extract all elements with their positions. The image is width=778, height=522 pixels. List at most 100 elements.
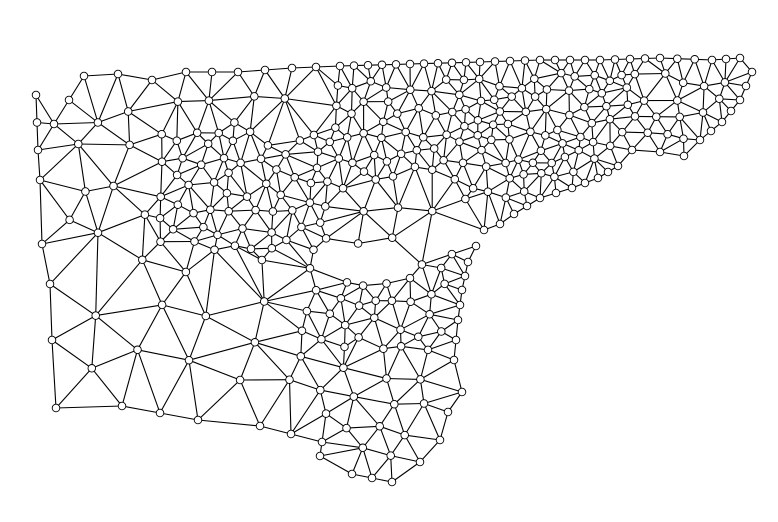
mesh-node bbox=[210, 245, 219, 255]
mesh-node bbox=[427, 206, 437, 216]
mesh-node bbox=[238, 224, 247, 233]
mesh-edge bbox=[395, 64, 411, 90]
mesh-edge bbox=[363, 207, 399, 212]
mesh-edge bbox=[423, 63, 433, 92]
mesh-edge bbox=[521, 60, 526, 89]
mesh-edge bbox=[51, 315, 96, 341]
mesh-node bbox=[565, 55, 575, 65]
mesh-edge bbox=[142, 259, 187, 273]
mesh-edge bbox=[300, 338, 322, 357]
mesh-node bbox=[157, 129, 166, 139]
mesh-node bbox=[173, 200, 183, 209]
mesh-edge bbox=[128, 101, 179, 113]
mesh-edge bbox=[385, 346, 402, 379]
mesh-edge bbox=[144, 214, 161, 242]
mesh-node bbox=[536, 146, 546, 156]
mesh-edge bbox=[151, 71, 187, 81]
mesh-edge bbox=[228, 209, 256, 212]
mesh-node bbox=[369, 150, 379, 160]
mesh-edge bbox=[414, 166, 433, 212]
mesh-edge bbox=[275, 169, 282, 195]
mesh-node bbox=[74, 139, 83, 149]
mesh-node bbox=[436, 263, 446, 273]
mesh-edge bbox=[309, 181, 328, 203]
mesh-node bbox=[317, 334, 326, 344]
mesh-edge bbox=[453, 359, 463, 393]
mesh-edge bbox=[151, 79, 179, 103]
mesh-edge bbox=[481, 149, 506, 164]
mesh-edge bbox=[205, 249, 216, 317]
mesh-edge bbox=[711, 59, 726, 83]
mesh-node bbox=[473, 116, 483, 125]
mesh-node bbox=[415, 457, 425, 467]
mesh-node bbox=[268, 207, 278, 216]
mesh-edge bbox=[392, 176, 399, 208]
mesh-node bbox=[613, 161, 623, 171]
mesh-node bbox=[488, 120, 498, 129]
mesh-edge bbox=[346, 427, 364, 449]
mesh-edge bbox=[300, 202, 311, 228]
mesh-node bbox=[339, 363, 348, 372]
mesh-edge bbox=[39, 143, 79, 181]
mesh-node bbox=[602, 101, 611, 111]
mesh-edge bbox=[634, 73, 645, 101]
mesh-node bbox=[342, 133, 352, 142]
mesh-edge bbox=[321, 441, 363, 449]
mesh-edge bbox=[264, 300, 308, 312]
mesh-edge bbox=[664, 73, 678, 101]
mesh-node bbox=[109, 181, 118, 191]
mesh-node bbox=[387, 233, 397, 242]
mesh-edge bbox=[85, 185, 114, 193]
mesh-node bbox=[379, 344, 388, 353]
mesh-node bbox=[388, 172, 398, 181]
mesh-node bbox=[31, 90, 41, 100]
mesh-node bbox=[441, 75, 451, 84]
mesh-edge bbox=[239, 342, 256, 381]
mesh-edge bbox=[208, 71, 239, 101]
mesh-edge bbox=[97, 73, 119, 123]
mesh-edge bbox=[129, 133, 162, 146]
mesh-edge bbox=[263, 301, 303, 332]
mesh-edge bbox=[69, 219, 99, 234]
mesh-edge bbox=[188, 181, 215, 186]
mesh-node bbox=[230, 241, 240, 250]
mesh-node bbox=[382, 374, 391, 383]
mesh-node bbox=[236, 158, 245, 168]
mesh-edge bbox=[217, 210, 230, 236]
mesh-node bbox=[481, 162, 491, 171]
mesh-edge bbox=[284, 97, 337, 107]
mesh-edge bbox=[699, 112, 704, 141]
mesh-edge bbox=[209, 209, 219, 236]
mesh-node bbox=[387, 296, 397, 306]
mesh-edge bbox=[91, 315, 97, 369]
mesh-nodes bbox=[31, 53, 757, 487]
mesh-edge bbox=[373, 317, 384, 349]
mesh-edge bbox=[509, 60, 523, 89]
mesh-node bbox=[138, 255, 147, 265]
mesh-edge bbox=[374, 317, 401, 331]
mesh-node bbox=[720, 78, 730, 87]
mesh-edge bbox=[677, 85, 705, 101]
mesh-edge bbox=[429, 304, 461, 315]
mesh-node bbox=[505, 56, 515, 66]
mesh-edge bbox=[584, 158, 595, 184]
mesh-node bbox=[381, 83, 391, 92]
mesh-node bbox=[663, 129, 672, 139]
mesh-node bbox=[476, 96, 486, 106]
mesh-edge bbox=[358, 336, 384, 350]
mesh-node bbox=[455, 137, 464, 146]
mesh-node bbox=[593, 173, 603, 183]
mesh-node bbox=[224, 168, 233, 178]
mesh-edge bbox=[419, 349, 429, 380]
mesh-node bbox=[435, 435, 445, 445]
mesh-node bbox=[184, 355, 194, 365]
mesh-node bbox=[468, 183, 478, 193]
mesh-edge bbox=[264, 67, 293, 71]
mesh-node bbox=[199, 222, 208, 232]
mesh-node bbox=[311, 62, 321, 72]
mesh-node bbox=[349, 392, 359, 401]
mesh-node bbox=[655, 147, 665, 157]
mesh-edge bbox=[319, 367, 344, 391]
mesh-node bbox=[296, 352, 306, 361]
mesh-node bbox=[630, 112, 640, 121]
